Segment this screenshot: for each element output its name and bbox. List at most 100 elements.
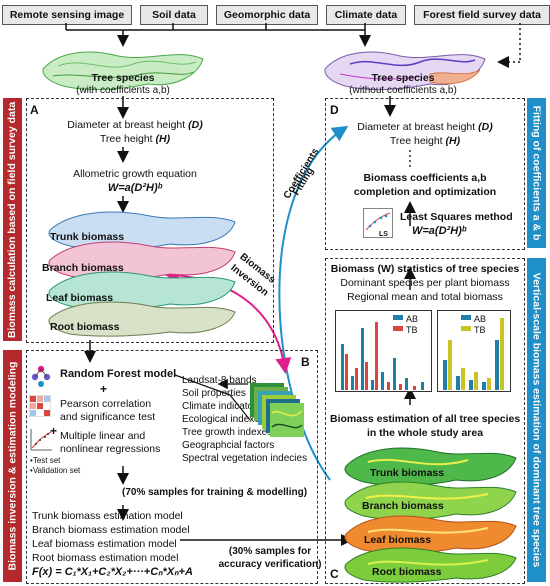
panel-c-trunk-label: Trunk biomass — [370, 467, 445, 479]
panel-a-dbh-text: Diameter at breast height — [67, 119, 186, 131]
panel-a-height-symbol: (H) — [155, 133, 171, 145]
panel-a-side-label: Biomass calculation based on field surve… — [6, 101, 19, 338]
panel-c — [325, 258, 525, 584]
test-set-text: Test set — [32, 456, 61, 465]
legend-ab-left: AB — [406, 314, 419, 324]
estimation-line-2: in the whole study area — [366, 427, 484, 439]
right-bars — [443, 318, 504, 390]
panel-d-height: Tree height (H) — [340, 135, 510, 147]
validation-set-text: Validation set — [32, 466, 81, 475]
panel-a-height: Tree height (H) — [60, 133, 210, 145]
left-tree-species-subtitle: (with coefficients a,b) — [76, 85, 170, 96]
panel-d-side-bar: Fitting of coefficients a & b — [527, 98, 546, 248]
source-remote-sensing: Remote sensing image — [2, 5, 132, 25]
panel-d-side-label: Fitting of coefficients a & b — [530, 105, 543, 241]
least-squares-title: Least Squares method — [400, 211, 513, 223]
least-squares-icon-text: LS — [379, 231, 388, 238]
panel-c-title-bold: Biomass — [330, 263, 375, 275]
panel-a-branch-label: Branch biomass — [42, 262, 124, 274]
random-forest-title: Random Forest model — [60, 368, 177, 380]
test-set-label: •Test set — [30, 456, 61, 465]
panel-d-height-symbol: (H) — [445, 135, 461, 147]
panel-a-dbh-symbol: (D) — [188, 119, 203, 131]
panel-d-coef-2: completion and optimization — [353, 186, 497, 198]
tree-species-map-right — [324, 51, 486, 91]
panel-a-leaf-label: Leaf biomass — [46, 292, 114, 304]
panel-b-label: B — [301, 355, 310, 369]
model-trunk: Trunk biomass estimation model — [32, 510, 183, 522]
panel-c-title-rest: (W) statistics of tree species — [377, 263, 520, 275]
panel-d-dbh: Diameter at breast height (D) — [340, 121, 510, 133]
panel-b-side-bar: Biomass inversion & estimation modeling — [3, 350, 22, 582]
regression-plot-icon — [30, 429, 52, 451]
pearson-line-2: and significance test — [60, 411, 156, 423]
model-leaf: Leaf biomass estimation model — [32, 538, 177, 550]
var-spectral: Spectral vegetation indecies — [182, 453, 308, 464]
source-climate: Climate data — [326, 5, 406, 25]
biomass-bar-charts — [335, 310, 511, 392]
panel-a-trunk-label: Trunk biomass — [50, 231, 125, 243]
source-forest-survey: Forest field survey data — [414, 5, 550, 25]
verification-note-1: (30% samples for — [228, 546, 312, 557]
raster-stack-icon — [250, 383, 304, 437]
correlation-matrix-icon — [29, 395, 51, 417]
mlr-line-1: Multiple linear and — [60, 430, 146, 442]
plus-sign-1: + — [100, 382, 108, 396]
panel-a — [26, 98, 274, 343]
panel-a-root-label: Root biomass — [50, 321, 120, 333]
panel-d — [325, 98, 525, 250]
legend-tb-left: TB — [406, 325, 418, 335]
panel-a-label: A — [30, 103, 39, 117]
panel-a-eq-title: Allometric growth equation — [73, 168, 197, 180]
source-geomorphic: Geomorphic data — [216, 5, 318, 25]
var-climate: Climate indicators — [182, 401, 262, 412]
legend-tb-right: TB — [474, 325, 486, 335]
panel-c-root-label: Root biomass — [372, 566, 442, 578]
panel-a-eq: W=a(D²H)ᵇ — [107, 182, 163, 194]
left-tree-species-title: Tree species — [91, 72, 155, 84]
model-root: Root biomass estimation model — [32, 552, 179, 564]
var-tree-growth: Tree growth indexes — [182, 427, 273, 438]
mlr-line-2: nonlinear regressions — [60, 443, 161, 455]
plus-sign-2: + — [50, 424, 58, 438]
panel-b — [26, 350, 318, 584]
validation-set-label: •Validation set — [30, 466, 81, 475]
right-tree-species-title: Tree species — [371, 72, 435, 84]
legend-ab-right: AB — [474, 314, 487, 324]
random-forest-icon — [31, 365, 51, 387]
panel-b-side-label: Biomass inversion & estimation modeling — [6, 361, 19, 571]
panel-d-dbh-symbol: (D) — [478, 121, 493, 133]
verification-note-2: accuracy verification) — [218, 559, 322, 570]
panel-d-height-text: Tree height — [389, 135, 443, 147]
var-soil: Soil properties — [182, 388, 246, 399]
panel-c-layer-stack — [344, 447, 517, 583]
panel-a-layer-stack — [48, 211, 236, 337]
panel-d-eq: W=a(D²H)ᵇ — [412, 225, 467, 237]
pearson-line-1: Pearson correlation — [60, 398, 152, 410]
model-formula: F(x) = C₁*X₁+C₂*X₂+···+Cₙ*Xₙ+A — [32, 566, 193, 578]
right-tree-species-subtitle: (without coefficients a,b) — [349, 85, 457, 96]
var-landsat: Landsat-8 bands — [182, 375, 257, 386]
panel-a-side-bar: Biomass calculation based on field surve… — [3, 98, 22, 341]
panel-d-label: D — [330, 103, 339, 117]
panel-a-height-text: Tree height — [99, 133, 153, 145]
left-bars — [341, 322, 424, 390]
panel-c-label: C — [330, 567, 339, 581]
panel-c-side-label: Vertical-scale biomass estimation of dom… — [530, 272, 543, 568]
least-squares-icon: LS — [363, 208, 393, 238]
panel-c-leaf-label: Leaf biomass — [364, 534, 432, 546]
training-note: (70% samples for training & modelling) — [122, 487, 308, 498]
panel-d-coef-1: Biomass coefficients a,b — [363, 172, 487, 184]
tree-species-map-left — [42, 51, 204, 91]
panel-c-line-2: Dominant species per plant biomass — [340, 277, 510, 289]
panel-c-branch-label: Branch biomass — [362, 500, 444, 512]
var-ecological: Ecological indexes — [182, 414, 265, 425]
panel-d-dbh-text: Diameter at breast height — [357, 121, 476, 133]
model-branch: Branch biomass estimation model — [32, 524, 190, 536]
panel-c-side-bar: Vertical-scale biomass estimation of dom… — [527, 258, 546, 582]
panel-a-dbh: Diameter at breast height (D) — [60, 119, 210, 131]
panel-c-title: Biomass (W) statistics of tree species — [330, 263, 520, 275]
source-soil: Soil data — [140, 5, 208, 25]
panel-c-line-3: Regional mean and total biomass — [347, 291, 503, 303]
